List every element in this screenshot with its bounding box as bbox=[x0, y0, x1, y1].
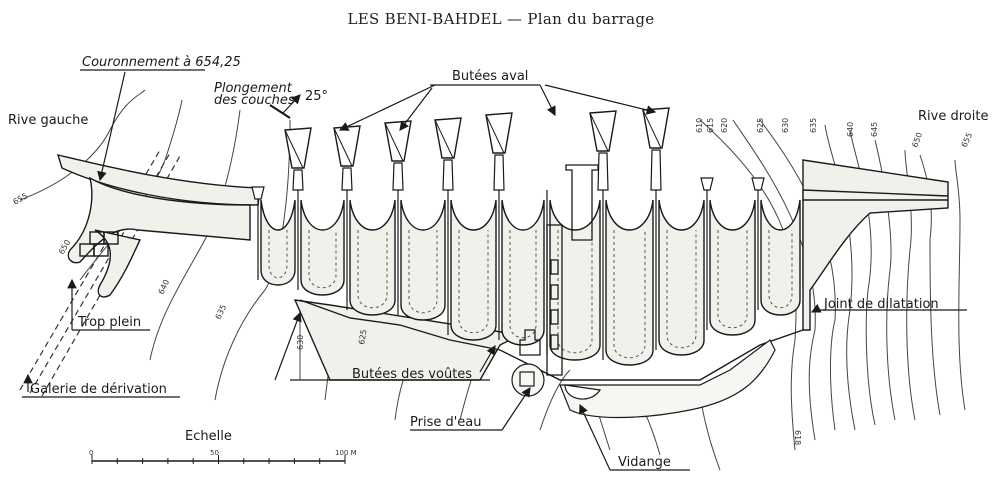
vault-cell bbox=[605, 199, 654, 366]
label-trop-plein: Trop plein bbox=[77, 315, 141, 330]
label-joint: Joint de dilatation bbox=[823, 297, 939, 312]
downstream-buttress bbox=[284, 127, 312, 169]
contour-label: 635 bbox=[214, 303, 229, 321]
label-plongement-2: des couches bbox=[214, 93, 295, 108]
left-abutment bbox=[56, 154, 261, 298]
contour-label: 635 bbox=[809, 118, 818, 133]
label-prise-eau: Prise d'eau bbox=[410, 415, 482, 430]
buttress-diagonal bbox=[333, 127, 353, 167]
label-vidange: Vidange bbox=[618, 455, 671, 470]
downstream-buttress bbox=[434, 117, 462, 159]
contour-label: 620 bbox=[720, 118, 729, 133]
vault-inner-dashed bbox=[408, 230, 438, 314]
buttress-stem bbox=[597, 152, 609, 191]
buttress-stem bbox=[341, 167, 353, 191]
vault-cell bbox=[260, 199, 296, 286]
downstream-buttress bbox=[642, 107, 670, 149]
vault-inner-dashed bbox=[666, 230, 697, 349]
scale-tick-label: 0 bbox=[89, 449, 93, 457]
vault-inner-dashed bbox=[613, 230, 646, 359]
contour-label: 655 bbox=[960, 131, 975, 149]
contour-label: 640 bbox=[846, 122, 855, 137]
vault-cell bbox=[760, 199, 801, 316]
scale-tick-label: 50 bbox=[210, 449, 219, 457]
vault-base-line bbox=[299, 299, 804, 381]
contour-label: 615 bbox=[706, 118, 715, 133]
label-angle: 25° bbox=[305, 89, 328, 104]
contour-label: 625 bbox=[756, 118, 765, 133]
buttress-stem bbox=[442, 159, 454, 191]
scale-bar: Echelle 0 50 100 M bbox=[89, 429, 357, 464]
buttress-stem bbox=[292, 169, 304, 191]
contour-label: 645 bbox=[870, 122, 879, 137]
vault-cell bbox=[349, 199, 396, 316]
vault-inner-dashed bbox=[458, 230, 489, 334]
scale-tick-label: 100 M bbox=[335, 449, 357, 457]
buttress-diagonal bbox=[384, 122, 404, 162]
label-couronnement: Couronnement à 654,25 bbox=[82, 55, 241, 70]
diagram-title: LES BENI-BAHDEL — Plan du barrage bbox=[347, 10, 655, 28]
label-plongement-1: Plongement bbox=[214, 81, 293, 96]
vault-inner-dashed bbox=[509, 230, 537, 339]
contour-label: 640 bbox=[157, 278, 172, 296]
buttress-diagonal bbox=[284, 129, 304, 169]
vault-cell bbox=[709, 199, 756, 336]
buttress-diagonal bbox=[589, 112, 609, 152]
vault-inner-dashed bbox=[768, 230, 793, 309]
right-abutment bbox=[802, 159, 949, 331]
buttress-diagonal bbox=[434, 119, 454, 159]
pier-cap bbox=[751, 177, 765, 191]
vault-cell bbox=[400, 199, 446, 321]
vault-cell bbox=[300, 199, 345, 296]
label-rive-droite: Rive droite bbox=[918, 109, 988, 124]
downstream-buttress bbox=[333, 125, 361, 167]
multiple-arch-vaults bbox=[251, 107, 804, 381]
contour-label: 650 bbox=[910, 131, 924, 148]
buttress-stem bbox=[392, 162, 404, 191]
label-galerie: Galerie de dérivation bbox=[30, 382, 167, 397]
downstream-buttress bbox=[384, 120, 412, 162]
contour-label: 630 bbox=[296, 335, 305, 350]
vault-cell bbox=[658, 199, 705, 356]
contour-label: 610 bbox=[695, 118, 704, 133]
buttress-stem bbox=[650, 149, 662, 191]
buttress-diagonal bbox=[485, 114, 505, 154]
contour-label: 625 bbox=[357, 329, 369, 346]
buttress-stem bbox=[493, 154, 505, 191]
pier-cap bbox=[700, 177, 714, 191]
downstream-buttress bbox=[485, 112, 513, 154]
downstream-buttress bbox=[589, 110, 617, 152]
vault-inner-dashed bbox=[357, 230, 388, 309]
label-butees-aval: Butées aval bbox=[452, 69, 528, 84]
scale-title: Echelle bbox=[185, 429, 232, 444]
contour-label: 630 bbox=[781, 118, 790, 133]
annotations: Couronnement à 654,25 Plongement des cou… bbox=[8, 55, 988, 470]
pier-cap bbox=[251, 186, 265, 200]
vault-inner-dashed bbox=[308, 230, 337, 289]
contour-label: 618 bbox=[793, 430, 802, 445]
central-tower bbox=[519, 164, 599, 376]
vault-cell bbox=[450, 199, 497, 341]
label-rive-gauche: Rive gauche bbox=[8, 113, 88, 128]
contour-label: 655 bbox=[12, 191, 30, 206]
vault-inner-dashed bbox=[717, 230, 748, 329]
vault-cell bbox=[501, 199, 545, 346]
label-butees-voutes: Butées des voûtes bbox=[352, 367, 472, 382]
leader-lines bbox=[22, 69, 967, 471]
buttress-diagonal bbox=[642, 109, 662, 149]
